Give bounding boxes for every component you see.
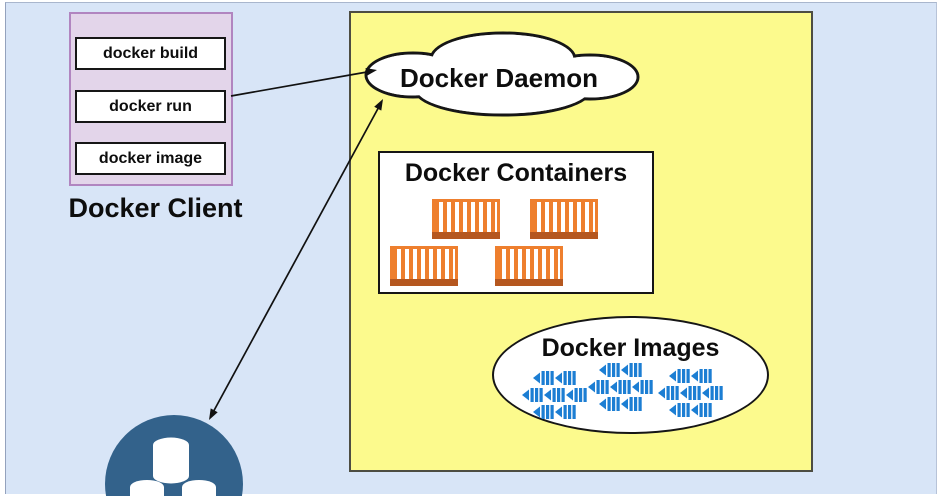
registry-database-icon: [105, 415, 243, 496]
docker-containers-title: Docker Containers: [404, 159, 628, 187]
command-box-docker-build: docker build: [75, 37, 226, 70]
container-icon: [495, 246, 563, 286]
docker-images-panel: Docker Images: [492, 316, 769, 434]
container-icon: [390, 246, 458, 286]
docker-daemon-cloud-icon: [364, 31, 640, 117]
docker-images-title: Docker Images: [541, 334, 720, 362]
command-label: docker run: [109, 97, 192, 115]
docker-client-panel: docker build docker run docker image: [69, 12, 233, 186]
image-layers-cluster-icon: [588, 362, 654, 412]
docker-containers-panel: Docker Containers: [378, 151, 654, 294]
command-box-docker-run: docker run: [75, 90, 226, 123]
docker-daemon-title: Docker Daemon: [400, 63, 598, 93]
image-layers-cluster-icon: [522, 370, 588, 420]
image-layers-cluster-icon: [658, 368, 724, 418]
container-icon: [530, 199, 598, 239]
docker-client-title: Docker Client: [68, 193, 243, 223]
command-label: docker image: [98, 149, 203, 167]
diagram-canvas: docker build docker run docker image Doc…: [5, 2, 937, 496]
container-icon: [432, 199, 500, 239]
command-box-docker-image: docker image: [75, 142, 226, 175]
command-label: docker build: [102, 44, 199, 62]
